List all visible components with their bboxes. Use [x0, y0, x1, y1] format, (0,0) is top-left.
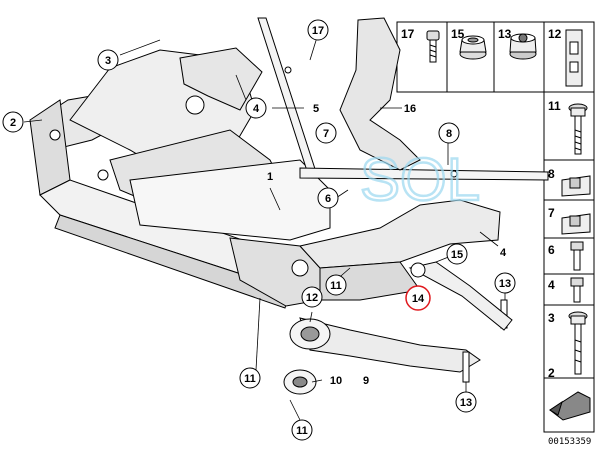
long-bolt-icon [568, 103, 588, 155]
svg-text:15: 15 [451, 249, 463, 261]
callout-12: 12 [301, 286, 323, 308]
svg-text:12: 12 [306, 292, 318, 304]
table-label-17: 17 [401, 27, 415, 41]
table-label-12: 12 [548, 27, 562, 41]
parts-table-labels: 17 15 13 12 11 8 7 6 4 3 2 [401, 27, 562, 380]
callout-10: 10 [330, 375, 342, 387]
callout-8: 8 [438, 122, 460, 144]
callout-3: 3 [97, 49, 119, 71]
callout-2: 2 [2, 111, 24, 133]
svg-text:10: 10 [330, 375, 342, 387]
bolt-icon [426, 30, 440, 63]
svg-text:3: 3 [105, 55, 111, 67]
svg-text:4: 4 [253, 103, 260, 115]
callout-16: 16 [404, 103, 416, 115]
part-icons [426, 29, 591, 421]
svg-text:11: 11 [296, 425, 308, 437]
table-label-7: 7 [548, 206, 555, 220]
long-bolt-icon-2 [568, 311, 588, 375]
svg-text:1: 1 [267, 171, 273, 183]
reference-code: 00153359 [548, 437, 591, 447]
table-label-13: 13 [498, 27, 512, 41]
heat-shields [179, 17, 421, 171]
callout-13-top: 13 [494, 272, 516, 294]
flange-nut-icon [459, 35, 487, 60]
table-label-8: 8 [548, 167, 555, 181]
short-bolt-icon [570, 241, 584, 271]
svg-text:8: 8 [446, 128, 452, 140]
control-arm [283, 299, 508, 395]
table-label-15: 15 [451, 27, 465, 41]
svg-text:2: 2 [10, 117, 16, 129]
cage-nut-icon-2 [561, 213, 591, 235]
callout-4-right: 4 [500, 247, 507, 259]
svg-text:14: 14 [412, 293, 425, 305]
callout-11-right: 11 [325, 274, 347, 296]
direction-arrow-icon [549, 391, 591, 421]
svg-text:17: 17 [312, 25, 324, 37]
table-label-6: 6 [548, 243, 555, 257]
callout-11-bottom: 11 [291, 419, 313, 441]
callout-6: 6 [317, 187, 339, 209]
svg-text:16: 16 [404, 103, 416, 115]
svg-text:7: 7 [323, 128, 329, 140]
strut-brace [257, 17, 549, 181]
front-subframe [29, 49, 501, 309]
parts-table [396, 21, 595, 433]
svg-text:13: 13 [499, 278, 511, 290]
callout-5: 5 [313, 103, 319, 115]
svg-text:6: 6 [325, 193, 331, 205]
table-label-11: 11 [548, 99, 561, 113]
svg-text:9: 9 [363, 375, 369, 387]
callout-17: 17 [307, 19, 329, 41]
callout-7: 7 [315, 122, 337, 144]
svg-text:11: 11 [330, 280, 342, 292]
collar-nut-icon [509, 33, 537, 60]
callout-1: 1 [267, 171, 273, 183]
callout-4-top: 4 [245, 97, 267, 119]
cage-nut-icon [561, 175, 591, 197]
callouts: 3 2 4 17 5 16 7 8 1 6 4 15 11 12 14 13 1… [2, 19, 516, 441]
callout-11-left: 11 [239, 367, 261, 389]
callout-15: 15 [446, 243, 468, 265]
svg-text:5: 5 [313, 103, 319, 115]
table-label-3: 3 [548, 311, 555, 325]
watermark: SOL [360, 146, 480, 213]
callout-14: 14 [405, 285, 431, 311]
callout-9: 9 [363, 375, 369, 387]
svg-text:11: 11 [244, 373, 256, 385]
svg-text:13: 13 [460, 397, 472, 409]
table-label-2: 2 [548, 366, 555, 380]
short-bolt-icon-2 [570, 277, 584, 303]
callout-13-bottom: 13 [455, 391, 477, 413]
table-label-4: 4 [548, 278, 555, 292]
clip-icon [565, 29, 583, 87]
svg-text:4: 4 [500, 247, 507, 259]
